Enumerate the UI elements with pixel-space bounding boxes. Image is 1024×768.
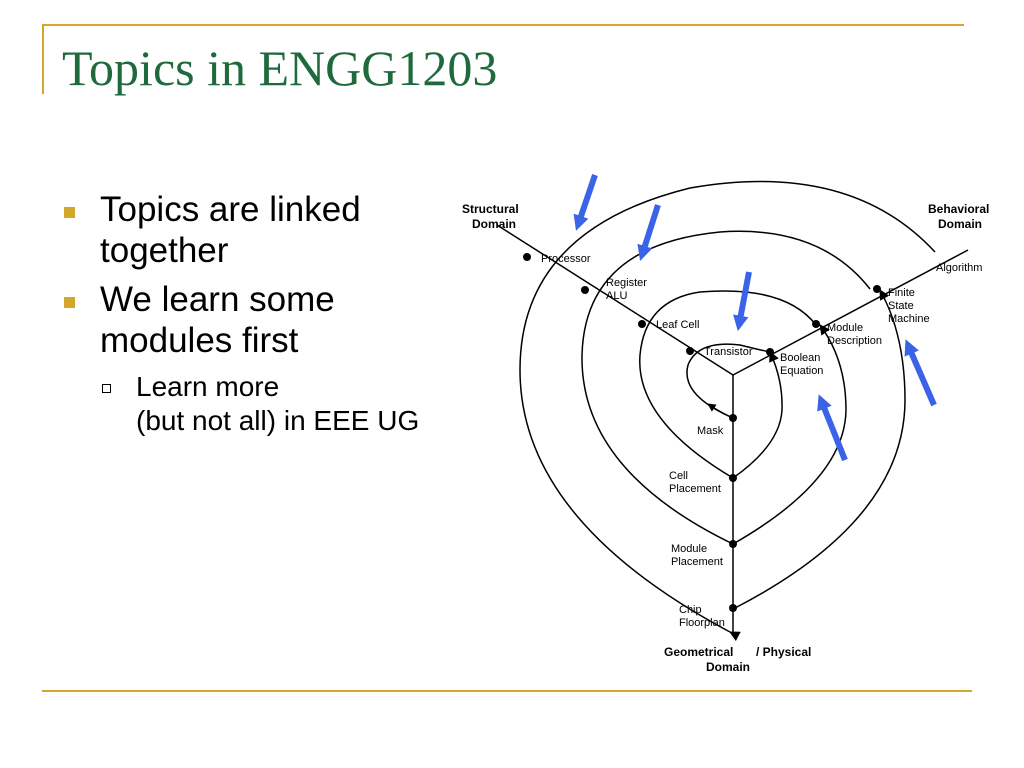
label-machine: Machine <box>888 313 930 325</box>
highlight-arrow-icon <box>817 394 848 462</box>
slide-title: Topics in ENGG1203 <box>62 40 498 96</box>
label-module-geo: Module <box>671 543 707 555</box>
level-circle-system-right <box>734 289 906 609</box>
label-boolean: Boolean <box>780 352 820 364</box>
label-chip: Chip <box>679 604 702 616</box>
label-leaf-cell: Leaf Cell <box>656 319 699 331</box>
geometrical-domain-label: Geometrical <box>664 645 733 659</box>
label-description: Description <box>827 335 882 347</box>
y-chart-diagram: Structural Domain Behavioral Domain Geom… <box>462 174 989 674</box>
top-accent-rule <box>42 24 964 26</box>
geometrical-domain-label: Domain <box>706 660 750 674</box>
label-module: Module <box>827 322 863 334</box>
bullet-item-learn-modules: We learn some modules first <box>62 280 522 362</box>
label-processor: Processor <box>541 253 591 265</box>
level-circle-transistor <box>686 343 771 419</box>
sub-bullet-text-line: (but not all) in EEE UG <box>136 404 420 436</box>
behavioral-domain-label: Behavioral <box>928 202 989 216</box>
bottom-accent-rule <box>42 690 972 692</box>
label-module-placement: Placement <box>671 556 723 568</box>
square-bullet-icon <box>64 296 75 308</box>
label-alu: ALU <box>606 290 627 302</box>
bullet-text-line: together <box>100 230 229 270</box>
highlight-arrow-icon <box>733 271 752 332</box>
level-circle-system <box>519 180 936 642</box>
label-register: Register <box>606 277 647 289</box>
label-finite: Finite <box>888 287 915 299</box>
label-transistor: Transistor <box>704 346 753 358</box>
label-algorithm: Algorithm <box>936 262 982 274</box>
level-circle-leaf-right <box>732 351 783 479</box>
structural-domain-label: Domain <box>472 217 516 231</box>
hollow-square-bullet-icon <box>102 383 111 393</box>
sub-bullet-item-learn-more: Learn more (but not all) in EEE UG <box>100 370 522 438</box>
highlight-arrow-icon <box>904 339 937 407</box>
physical-domain-label: / Physical <box>756 645 811 659</box>
square-bullet-icon <box>64 207 75 218</box>
level-circle-register-right <box>732 324 847 545</box>
label-cell-placement: Placement <box>669 483 721 495</box>
label-cell: Cell <box>669 470 688 482</box>
diagram-nodes <box>523 253 881 612</box>
bullet-item-topics-linked: Topics are linked together <box>62 190 522 272</box>
behavioral-domain-label: Domain <box>938 217 982 231</box>
bullet-text-line: modules first <box>100 320 299 360</box>
bullet-list: Topics are linked together We learn some… <box>62 190 522 438</box>
label-state: State <box>888 300 914 312</box>
sub-bullet-text-line: Learn more <box>136 370 280 402</box>
label-equation: Equation <box>780 365 823 377</box>
level-circle-leaf <box>639 290 817 479</box>
label-floorplan: Floorplan <box>679 617 725 629</box>
level-circle-register <box>581 230 871 545</box>
bullet-text-line: Topics are linked <box>100 190 361 229</box>
structural-domain-label: Structural <box>462 202 519 216</box>
left-accent-rule <box>42 24 44 94</box>
bullet-text-line: We learn some <box>100 279 335 319</box>
highlight-arrow-icon <box>637 204 661 261</box>
label-mask: Mask <box>697 425 724 437</box>
level-circle-transistor-tail <box>707 403 734 419</box>
highlight-arrow-icon <box>573 174 598 231</box>
